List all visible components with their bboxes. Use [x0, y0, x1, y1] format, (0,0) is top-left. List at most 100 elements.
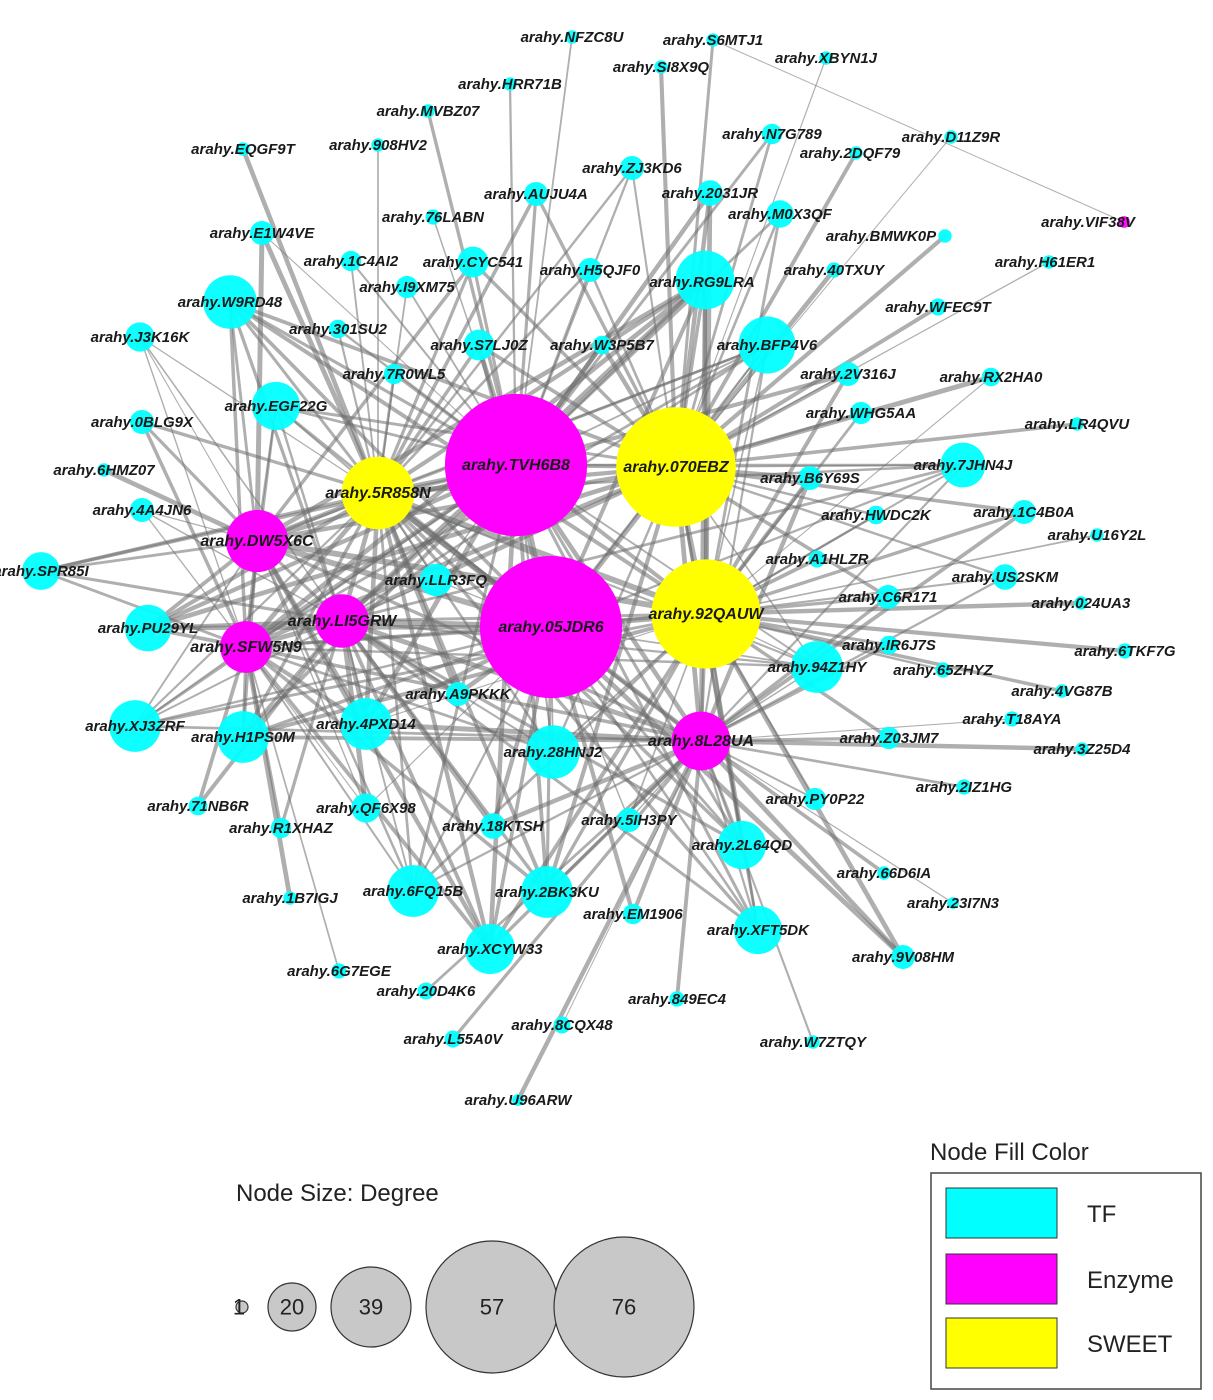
network-node[interactable]: arahy.TVH6B8 [444, 393, 588, 537]
network-node[interactable]: arahy.XFT5DK [707, 905, 810, 955]
network-node[interactable]: arahy.908HV2 [329, 137, 428, 154]
network-node[interactable]: arahy.2IZ1HG [916, 779, 1012, 796]
network-node[interactable]: arahy.L55A0V [404, 1030, 505, 1049]
network-node[interactable]: arahy.A1HLZR [766, 550, 869, 569]
network-node[interactable]: arahy.I9XM75 [359, 275, 455, 299]
network-node[interactable]: arahy.9V08HM [852, 945, 955, 969]
network-node[interactable]: arahy.849EC4 [628, 991, 727, 1008]
network-node[interactable]: arahy.W9RD48 [178, 275, 283, 329]
network-node[interactable]: arahy.1C4B0A [973, 500, 1075, 524]
network-node[interactable]: arahy.BFP4V6 [717, 316, 818, 374]
network-node[interactable]: arahy.92QAUW [649, 559, 766, 669]
network-node[interactable]: arahy.94Z1HY [768, 641, 869, 693]
network-node[interactable]: arahy.D11Z9R [902, 129, 1001, 146]
network-node[interactable]: arahy.PY0P22 [766, 787, 865, 811]
network-node[interactable]: arahy.7R0WL5 [343, 363, 446, 385]
network-node[interactable]: arahy.4VG87B [1011, 683, 1112, 700]
network-node[interactable]: arahy.C6R171 [839, 585, 938, 609]
network-node[interactable]: arahy.4A4JN6 [93, 498, 192, 522]
network-node[interactable]: arahy.S7LJ0Z [431, 329, 529, 361]
network-node[interactable]: arahy.VIF38V [1041, 214, 1137, 231]
network-node[interactable]: arahy.76LABN [382, 209, 485, 226]
network-node[interactable]: arahy.SFW5N9 [190, 621, 302, 673]
network-node[interactable]: arahy.EGF22G [225, 381, 328, 431]
network-node[interactable]: arahy.BMWK0P [826, 228, 952, 245]
network-node[interactable]: arahy.RG9LRA [649, 250, 755, 310]
network-node[interactable]: arahy.WHG5AA [806, 401, 916, 425]
network-node[interactable]: arahy.H5QJF0 [540, 258, 641, 282]
network-node[interactable]: arahy.2DQF79 [800, 145, 901, 162]
network-node[interactable]: arahy.DW5X6C [200, 509, 314, 573]
network-node[interactable]: arahy.2L64QD [692, 820, 792, 870]
network-node[interactable]: arahy.05JDR6 [479, 555, 623, 699]
network-node[interactable]: arahy.18KTSH [442, 813, 545, 839]
network-node[interactable]: arahy.20D4K6 [377, 982, 476, 1001]
network-node[interactable]: arahy.EQGF9T [191, 141, 296, 158]
network-node[interactable]: arahy.U16Y2L [1048, 527, 1147, 544]
network-node[interactable]: arahy.8CQX48 [511, 1016, 613, 1035]
network-node[interactable]: arahy.H61ER1 [995, 254, 1095, 271]
network-node[interactable]: arahy.2V316J [800, 362, 896, 386]
network-node[interactable]: arahy.71NB6R [147, 796, 249, 816]
network-node[interactable]: arahy.Z03JM7 [840, 726, 939, 750]
network-node[interactable]: arahy.M0X3QF [728, 200, 833, 228]
network-node[interactable]: arahy.W3P5B7 [550, 335, 654, 355]
network-node[interactable]: arahy.4PXD14 [316, 698, 416, 750]
network-node[interactable]: arahy.RX2HA0 [940, 367, 1043, 387]
network-node[interactable]: arahy.MVBZ07 [377, 103, 480, 120]
network-node[interactable]: arahy.W7ZTQY [760, 1034, 868, 1051]
network-node[interactable]: arahy.6HMZ07 [53, 462, 155, 479]
network-node[interactable]: arahy.NFZC8U [521, 29, 625, 46]
network-node[interactable]: arahy.6FQ15B [363, 865, 463, 917]
network-node[interactable]: arahy.U96ARW [465, 1092, 574, 1109]
network-node[interactable]: arahy.5R858N [325, 456, 431, 530]
network-node[interactable]: arahy.3Z25D4 [1033, 741, 1131, 758]
network-node[interactable]: arahy.7JHN4J [914, 442, 1013, 488]
network-node[interactable]: arahy.8L28UA [648, 711, 754, 771]
network-node[interactable]: arahy.IR6J7S [842, 635, 936, 655]
network-node[interactable]: arahy.EM1906 [583, 903, 683, 925]
network-node[interactable]: arahy.QF6X98 [316, 793, 416, 823]
network-node[interactable]: arahy.HWDC2K [821, 505, 932, 525]
network-node[interactable]: arahy.23I7N3 [907, 895, 1000, 912]
network-node[interactable]: arahy.1B7IGJ [242, 890, 338, 907]
network-node[interactable]: arahy.H1PS0M [191, 711, 295, 763]
network-node[interactable]: arahy.2BK3KU [495, 866, 600, 918]
network-node[interactable]: arahy.LLR3FQ [385, 563, 487, 597]
network-node[interactable]: arahy.R1XHAZ [229, 817, 334, 839]
network-node[interactable]: arahy.070EBZ [616, 407, 736, 527]
network-node[interactable]: arahy.SPR85I [0, 552, 89, 590]
network-node[interactable]: arahy.E1W4VE [210, 221, 315, 245]
network-node[interactable]: arahy.28HNJ2 [504, 725, 603, 779]
network-node[interactable]: arahy.6TKF7G [1074, 643, 1175, 660]
network-node[interactable]: arahy.5IH3PY [581, 808, 679, 832]
network-node[interactable]: arahy.XBYN1J [775, 50, 878, 67]
network-node[interactable]: arahy.PU29YL [98, 604, 198, 652]
network-node[interactable]: arahy.WFEC9T [885, 298, 992, 317]
network-node[interactable]: arahy.SI8X9Q [613, 59, 709, 76]
network-node[interactable]: arahy.LI5GRW [288, 594, 398, 648]
network-node[interactable]: arahy.AUJU4A [484, 182, 588, 206]
network-node[interactable]: arahy.301SU2 [289, 319, 388, 339]
network-node[interactable]: arahy.0BLG9X [91, 410, 194, 434]
network-node[interactable]: arahy.US2SKM [952, 564, 1059, 590]
network-node[interactable]: arahy.N7G789 [722, 123, 822, 145]
network-node[interactable]: arahy.ZJ3KD6 [582, 156, 682, 180]
network-node[interactable]: arahy.1C4AI2 [304, 250, 399, 272]
network-node[interactable]: arahy.HRR71B [458, 76, 562, 93]
network-node[interactable]: arahy.024UA3 [1032, 595, 1131, 612]
network-node[interactable]: arahy.CYC541 [423, 246, 523, 278]
network-node[interactable]: arahy.66D6IA [837, 865, 932, 882]
network-node[interactable]: arahy.65ZHYZ [893, 662, 993, 679]
network-node[interactable]: arahy.S6MTJ1 [663, 32, 763, 49]
network-node[interactable]: arahy.6G7EGE [287, 963, 392, 980]
network-node[interactable]: arahy.B6Y69S [760, 466, 860, 490]
network-node[interactable]: arahy.2031JR [662, 180, 758, 206]
network-node[interactable]: arahy.A9PKKK [405, 682, 512, 706]
network-node[interactable]: arahy.T18AYA [963, 711, 1062, 728]
network-node[interactable]: arahy.XCYW33 [437, 924, 543, 974]
network-node[interactable]: arahy.J3K16K [91, 322, 191, 352]
network-node[interactable]: arahy.LR4QVU [1025, 416, 1131, 433]
network-node[interactable]: arahy.XJ3ZRF [85, 700, 186, 752]
network-node[interactable]: arahy.40TXUY [784, 262, 886, 279]
